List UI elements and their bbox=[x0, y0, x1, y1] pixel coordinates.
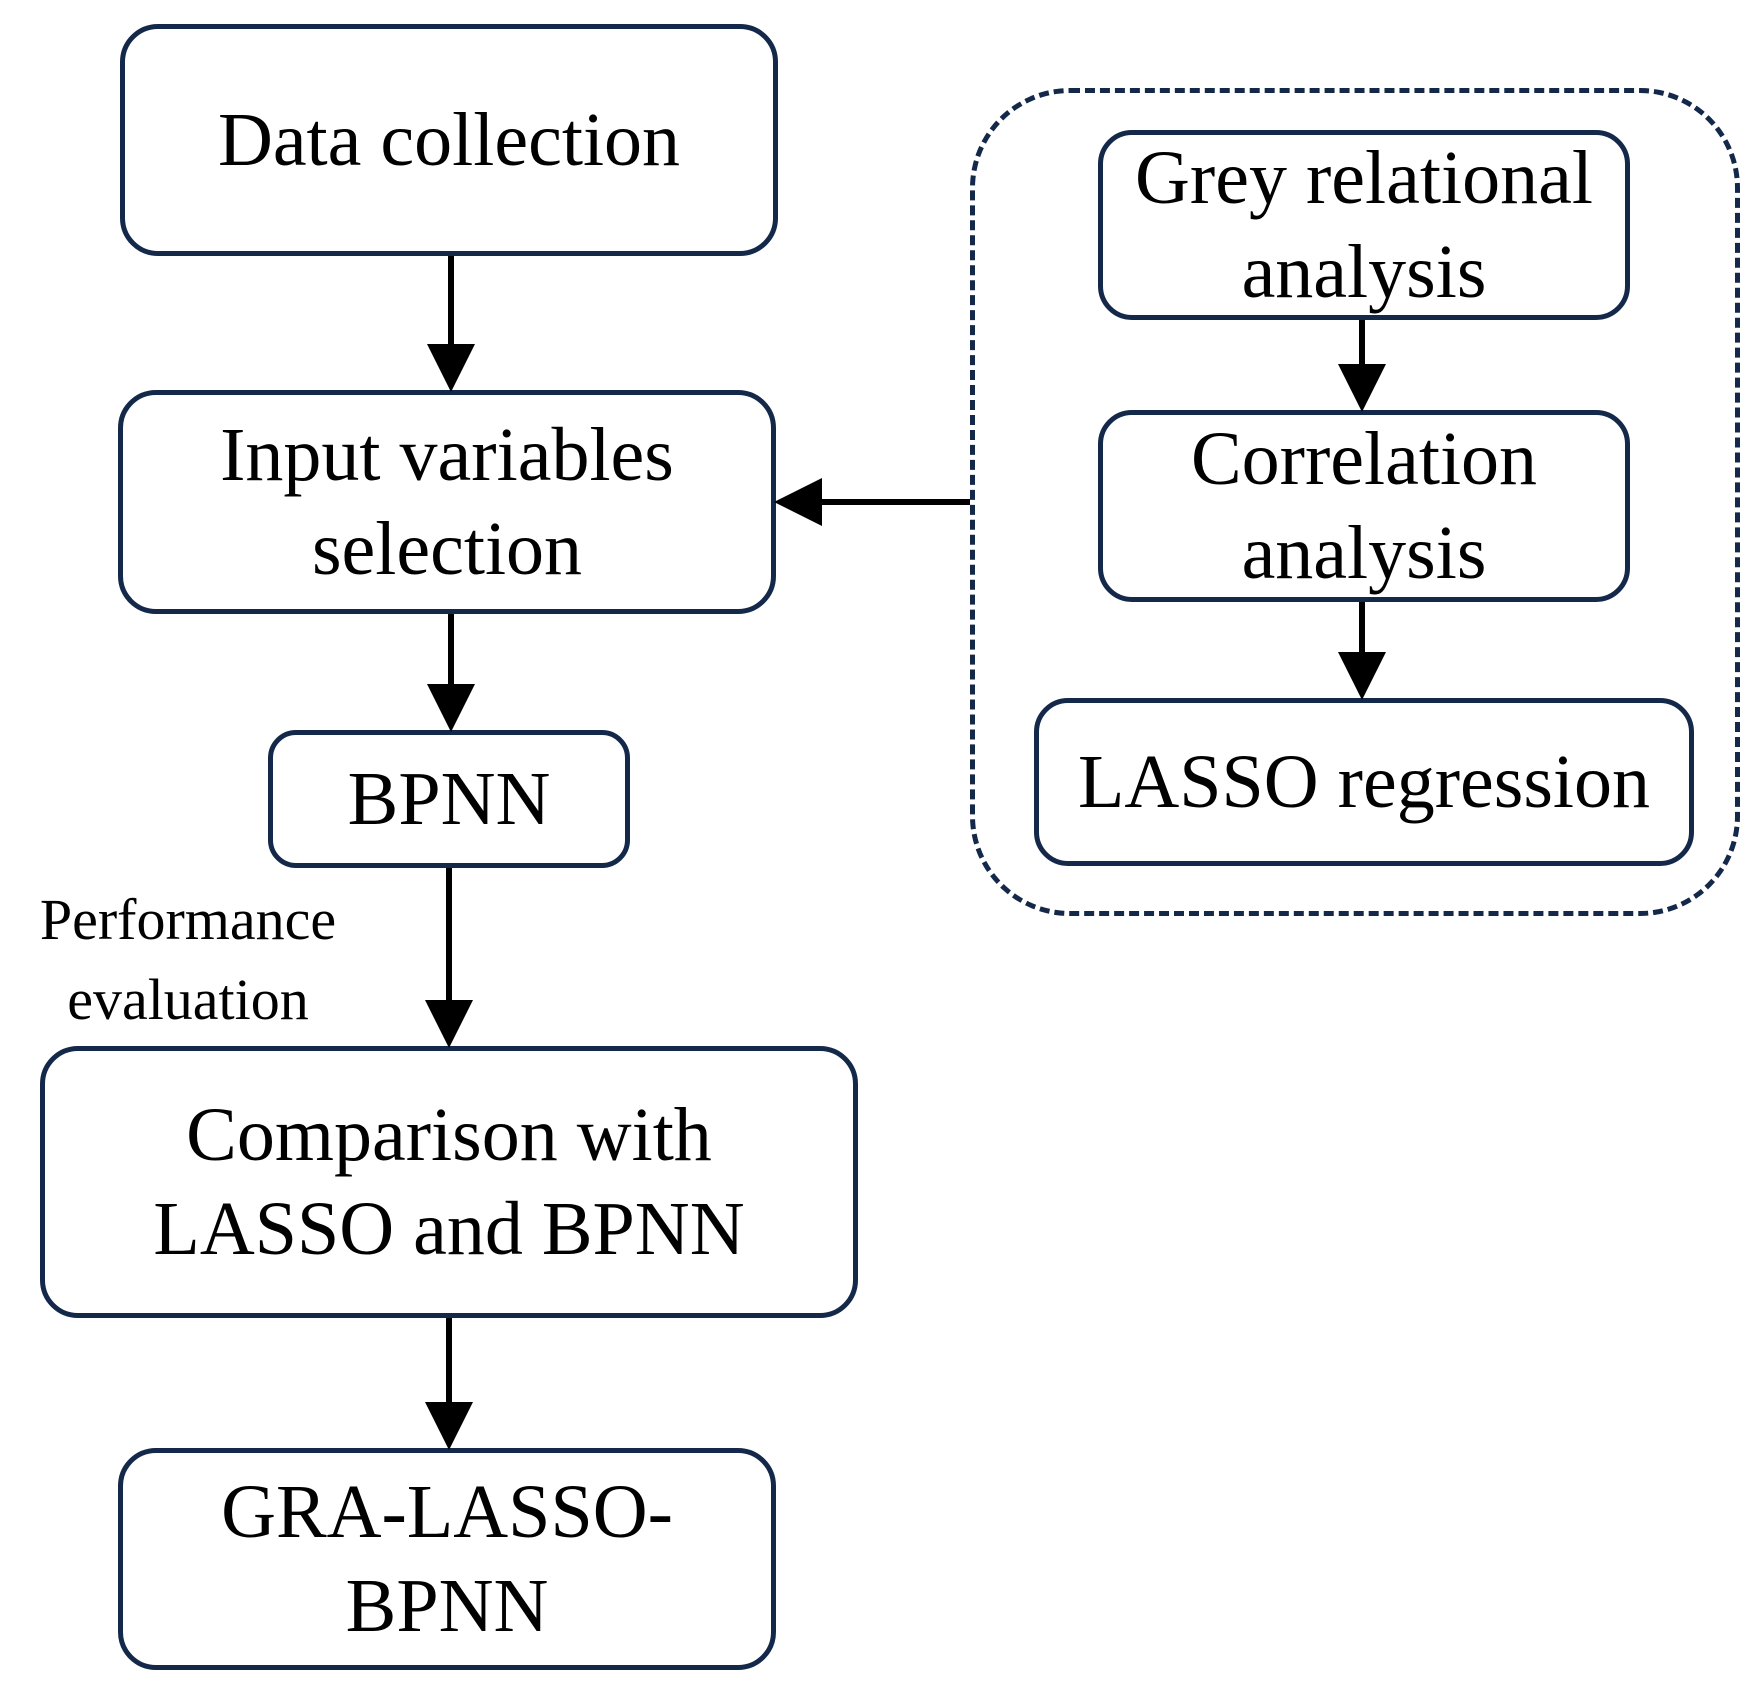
lasso-regression-box: LASSO regression bbox=[1034, 698, 1694, 866]
gra-lasso-bpnn-box: GRA-LASSO- BPNN bbox=[118, 1448, 776, 1670]
correlation-analysis-box: Correlation analysis bbox=[1098, 410, 1630, 602]
data-collection-label: Data collection bbox=[217, 98, 681, 182]
grey-relational-analysis-box: Grey relational analysis bbox=[1098, 130, 1630, 320]
grey-relational-analysis-label: Grey relational analysis bbox=[1135, 136, 1593, 314]
gra-lasso-bpnn-label: GRA-LASSO- BPNN bbox=[221, 1470, 673, 1648]
performance-evaluation-label: Performance evaluation bbox=[39, 887, 337, 1032]
comparison-label: Comparison with LASSO and BPNN bbox=[153, 1093, 745, 1271]
feature-selection-group bbox=[970, 88, 1740, 916]
input-variables-selection-box: Input variables selection bbox=[118, 390, 776, 614]
correlation-analysis-label: Correlation analysis bbox=[1190, 417, 1538, 595]
comparison-box: Comparison with LASSO and BPNN bbox=[40, 1046, 858, 1318]
lasso-regression-label: LASSO regression bbox=[1077, 740, 1651, 824]
data-collection-box: Data collection bbox=[120, 24, 778, 256]
bpnn-box: BPNN bbox=[268, 730, 630, 868]
input-variables-selection-label: Input variables selection bbox=[220, 413, 674, 591]
bpnn-label: BPNN bbox=[347, 757, 551, 841]
